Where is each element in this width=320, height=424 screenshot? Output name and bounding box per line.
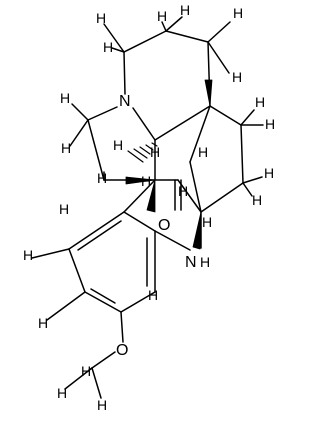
chemical-structure-diagram: N O N H O H H H H H H H H H H H H H H H … [23, 2, 275, 413]
hydrogen-label: H [232, 69, 242, 85]
bond [123, 179, 156, 213]
bond [177, 179, 202, 213]
bond [165, 30, 209, 43]
hydrogen-label: H [96, 10, 106, 26]
stereo-bond-layer [125, 79, 213, 250]
amine-nitrogen-label: N [119, 93, 131, 110]
bond [242, 176, 263, 184]
ketone-oxygen-label: O [158, 217, 170, 234]
bond [240, 124, 244, 184]
bond [87, 119, 105, 181]
hydrogen-label: H [252, 192, 262, 208]
bond [132, 107, 156, 141]
hydrogen-label: H [60, 90, 70, 106]
indoline-nh-hydrogen-label: H [200, 254, 210, 270]
hydrogen-label: H [264, 165, 274, 181]
hydrogen-label: H [150, 144, 160, 160]
bond [120, 311, 124, 343]
hydrogen-label: H [202, 214, 212, 230]
hydrogen-label: H [81, 363, 91, 379]
hydrogen-label: H [23, 247, 33, 263]
hydrogen-label: H [97, 397, 107, 413]
bond [91, 351, 116, 369]
hydrogen-label: H [180, 2, 190, 18]
bond [69, 119, 89, 147]
hydrogen-label: H [59, 201, 69, 217]
bond [68, 248, 86, 293]
bond [209, 105, 242, 126]
bond [154, 230, 191, 251]
hydrogen-label: H [97, 170, 107, 186]
bond [120, 291, 156, 313]
bond [87, 106, 118, 121]
heteroatom-labels: N O N H O [116, 93, 210, 359]
bond [46, 291, 86, 321]
bond [165, 16, 183, 32]
hydrogen-label: H [233, 5, 243, 21]
bond [154, 105, 211, 141]
hydrogen-label: H [103, 39, 113, 55]
bond [103, 23, 125, 53]
hydrogen-labels: H H H H H H H H H H H H H H H H H H H H … [23, 2, 275, 413]
wedge-bond [192, 211, 202, 250]
ether-oxygen-label: O [116, 342, 128, 359]
hydrogen-label: H [265, 116, 275, 132]
bond [207, 41, 230, 74]
bond [64, 367, 93, 390]
bond [189, 105, 211, 163]
bond [240, 109, 255, 126]
hydrogen-label: H [157, 8, 167, 24]
bond [161, 21, 167, 32]
hydrogen-label: H [198, 144, 208, 160]
hashed-bond [127, 142, 158, 163]
bond [71, 103, 89, 121]
wedge-bond [146, 179, 156, 213]
bond [242, 182, 253, 197]
bond [123, 51, 126, 95]
bond [111, 47, 125, 53]
wedge-bond [125, 176, 156, 185]
bond [90, 288, 116, 304]
bond [200, 182, 244, 213]
bond [77, 220, 122, 251]
hydrogen-label: H [148, 287, 158, 303]
hydrogen-label: H [255, 94, 265, 110]
hydrogen-label: H [57, 385, 67, 401]
hydrogen-label: H [178, 183, 188, 199]
bond [31, 248, 70, 259]
bond [91, 367, 102, 399]
bond [84, 291, 122, 313]
bond [207, 21, 231, 43]
wedge-bond [204, 79, 213, 107]
bond [68, 211, 125, 250]
hydrogen-label: H [113, 137, 123, 153]
hydrogen-label: H [61, 140, 71, 156]
bond [123, 30, 167, 53]
indoline-nitrogen-label: N [185, 254, 197, 271]
hydrogen-label: H [141, 173, 151, 189]
bond [189, 161, 202, 213]
hydrogen-bond-stubs [31, 16, 264, 399]
bond [123, 211, 156, 232]
bond-layer [68, 30, 244, 369]
hydrogen-label: H [38, 315, 48, 331]
